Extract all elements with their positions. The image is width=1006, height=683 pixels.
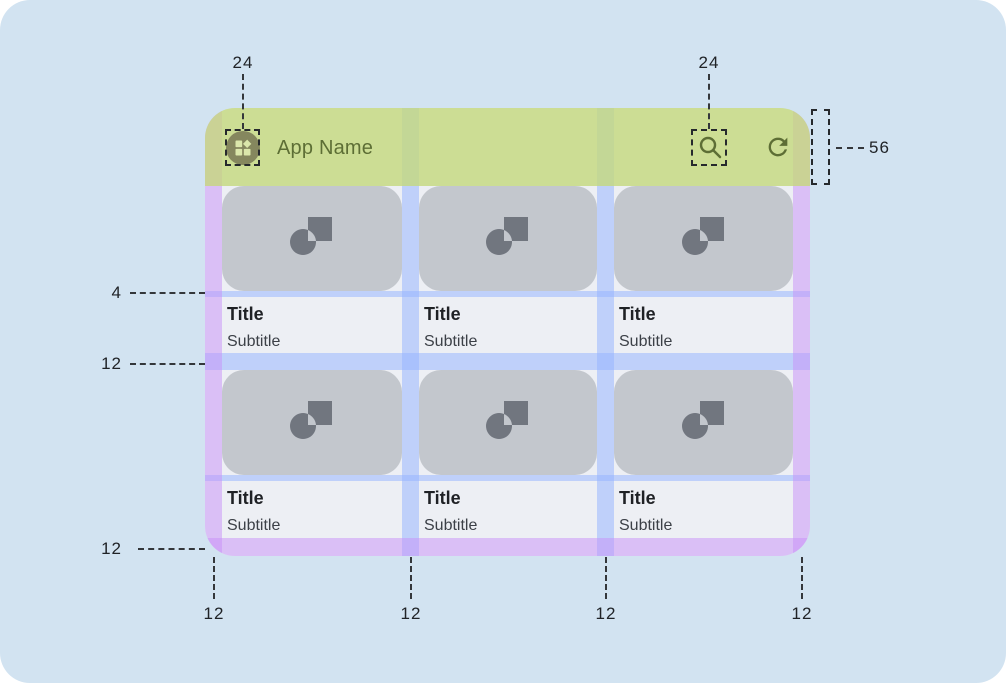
card-title: Title [619,488,656,508]
gap-band-12 [205,353,810,370]
app-mockup: Title Subtitle Title Subtitle Title Subt… [205,108,810,556]
dimension-label-row-gap: 12 [101,354,122,373]
app-title: App Name [277,137,374,159]
dimension-label-appbar-height: 56 [869,138,890,157]
shapes-placeholder-icon [285,213,339,264]
card-text-block[interactable]: Title Subtitle [222,481,402,537]
shapes-placeholder-icon [481,397,535,448]
bottom-margin-band [205,538,810,556]
refresh-icon [764,133,792,161]
search-icon [696,133,724,161]
measure-box-search-icon [691,129,727,166]
dimension-line [130,292,205,294]
dimension-line [708,74,710,129]
card-subtitle: Subtitle [227,517,281,534]
card-text-block[interactable]: Title Subtitle [419,481,597,537]
shapes-placeholder-icon [677,397,731,448]
dimension-label-gutter-1: 12 [400,604,422,623]
gutter-band [402,108,419,556]
card-subtitle: Subtitle [227,333,281,350]
card-title: Title [227,304,264,324]
card-title: Title [619,304,656,324]
dimension-label-image-text-gap: 4 [111,283,122,302]
shapes-placeholder-icon [481,213,535,264]
card-image[interactable] [222,370,402,475]
dimension-line [605,557,607,599]
dimension-label-left-margin: 12 [203,604,225,623]
dimension-line [836,147,864,149]
card-text-block[interactable]: Title Subtitle [614,481,793,537]
measure-box-leading-icon [225,129,260,166]
dimension-label-leading-icon: 24 [232,53,254,72]
card-title: Title [424,488,461,508]
card-subtitle: Subtitle [424,333,478,350]
search-button[interactable] [696,133,724,161]
dimension-line [410,557,412,599]
dimension-label-bottom-margin: 12 [101,539,122,558]
dimension-line [801,557,803,599]
dimension-line [213,557,215,599]
nav-menu-button[interactable] [226,131,260,165]
card-text-block[interactable]: Title Subtitle [419,297,597,353]
card-title: Title [424,304,461,324]
card-image[interactable] [614,186,793,291]
card-subtitle: Subtitle [424,517,478,534]
gutter-band [597,108,614,556]
card-image[interactable] [614,370,793,475]
dimension-line [130,363,205,365]
right-margin-band [793,108,810,556]
shapes-placeholder-icon [285,397,339,448]
dashboard-grid-icon [233,138,253,158]
shapes-placeholder-icon [677,213,731,264]
measure-box-appbar-height [811,109,830,185]
gap-band-4 [205,291,810,297]
left-margin-band [205,108,222,556]
card-image[interactable] [419,186,597,291]
gap-band-4 [205,475,810,481]
card-subtitle: Subtitle [619,333,673,350]
card-image[interactable] [419,370,597,475]
dimension-label-right-margin: 12 [791,604,813,623]
card-image[interactable] [222,186,402,291]
card-text-block[interactable]: Title Subtitle [614,297,793,353]
card-subtitle: Subtitle [619,517,673,534]
dimension-line [242,74,244,129]
card-title: Title [227,488,264,508]
dimension-label-gutter-2: 12 [595,604,617,623]
refresh-button[interactable] [764,133,792,161]
card-text-block[interactable]: Title Subtitle [222,297,402,353]
dimension-label-search-icon: 24 [698,53,720,72]
dimension-line [138,548,205,550]
